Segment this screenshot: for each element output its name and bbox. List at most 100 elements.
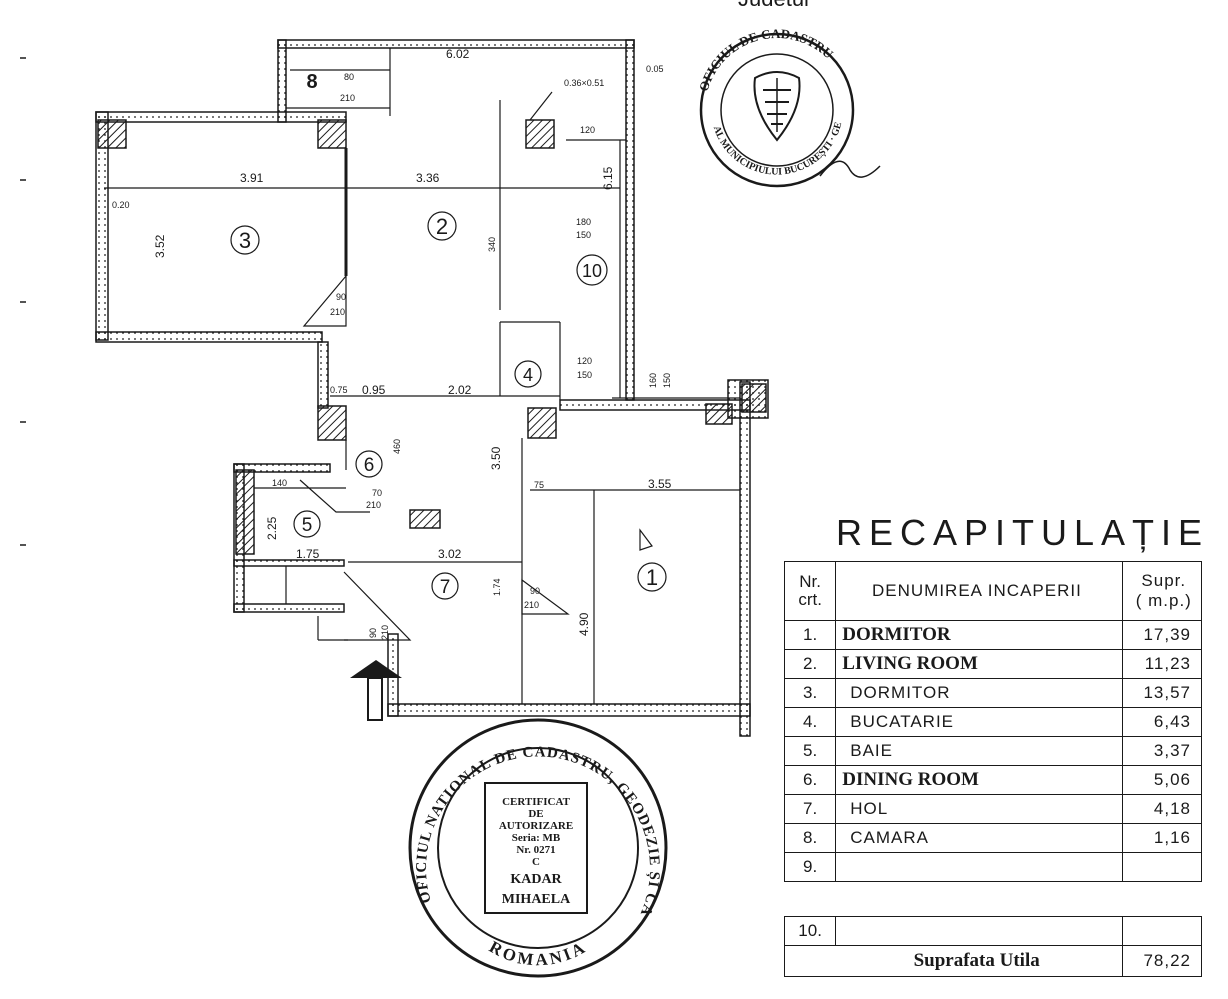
total-row: Suprafata Utila 78,22 [783, 945, 1203, 977]
svg-text:140: 140 [272, 478, 287, 488]
row-room-name [835, 916, 1123, 946]
cert-line-5: Nr. 0271 [516, 844, 556, 856]
svg-text:1.74: 1.74 [492, 578, 502, 596]
total-label: Suprafata Utila [835, 945, 1123, 977]
svg-text:4.90: 4.90 [577, 612, 591, 636]
table-row: 1. DORMITOR 17,39 [783, 620, 1203, 650]
svg-text:0.36×0.51: 0.36×0.51 [564, 78, 604, 88]
svg-text:150: 150 [662, 373, 672, 388]
row-area: 11,23 [1121, 649, 1203, 679]
cert-holder-name-1: KADAR [510, 872, 562, 887]
svg-text:2.02: 2.02 [448, 383, 472, 397]
svg-text:180: 180 [576, 217, 591, 227]
svg-text:210: 210 [524, 600, 539, 610]
svg-text:0.05: 0.05 [646, 64, 664, 74]
svg-text:6: 6 [364, 455, 375, 476]
svg-text:3.52: 3.52 [153, 234, 167, 258]
row-area: 5,06 [1121, 765, 1203, 795]
row-area: 17,39 [1121, 620, 1203, 650]
svg-text:90: 90 [368, 628, 378, 638]
svg-text:2.25: 2.25 [265, 516, 279, 540]
svg-text:3.55: 3.55 [648, 477, 672, 491]
table-row: 3. DORMITOR 13,57 [783, 678, 1203, 708]
svg-text:70: 70 [372, 488, 382, 498]
svg-text:3: 3 [239, 228, 251, 253]
row-area [1121, 852, 1203, 882]
svg-text:120: 120 [577, 356, 592, 366]
row-nr: 1. [783, 620, 837, 650]
row-room-name: DORMITOR [835, 620, 1123, 650]
svg-text:460: 460 [392, 439, 402, 454]
table-row: 6. DINING ROOM 5,06 [783, 765, 1203, 795]
room-number-1: 1 [637, 562, 667, 592]
coat-of-arms-icon [753, 71, 801, 142]
table-row: 5. BAIE 3,37 [783, 736, 1203, 766]
top-seal-ring-lower: AL MUNICIPIULUI BUCUREȘTI · GEODEZIE ȘI … [0, 0, 844, 178]
dimension-labels: 6.02 3.91 3.36 3.52 6.15 0.36×0.51 0.05 … [112, 47, 672, 640]
table-row: 4. BUCATARIE 6,43 [783, 707, 1203, 737]
table-row: 7. HOL 4,18 [783, 794, 1203, 824]
svg-text:6.02: 6.02 [446, 47, 470, 61]
structural-columns [97, 119, 767, 555]
svg-text:90: 90 [530, 586, 540, 596]
table-row: 9. [783, 852, 1203, 882]
row-room-name: DORMITOR [835, 678, 1123, 708]
row-nr: 8. [783, 823, 837, 853]
margin-ticks [20, 57, 26, 546]
top-seal-ring-upper: OFICIUL DE CADASTRU [696, 26, 837, 93]
svg-text:210: 210 [330, 307, 345, 317]
svg-text:340: 340 [487, 237, 497, 252]
header-nr: Nr.crt. [783, 561, 837, 621]
svg-text:210: 210 [380, 625, 390, 640]
svg-text:150: 150 [577, 370, 592, 380]
signature-scribble [819, 160, 881, 178]
row-nr: 4. [783, 707, 837, 737]
authorization-certificate-box: CERTIFICAT DE AUTORIZARE Seria: MB Nr. 0… [484, 782, 588, 914]
cert-line-2: DE [528, 808, 544, 820]
svg-text:0.20: 0.20 [112, 200, 130, 210]
svg-text:150: 150 [576, 230, 591, 240]
door-swings [299, 91, 653, 641]
row-room-name: CAMARA [835, 823, 1123, 853]
row-nr: 7. [783, 794, 837, 824]
row-room-name [835, 852, 1123, 882]
row-nr: 2. [783, 649, 837, 679]
svg-text:90: 90 [336, 292, 346, 302]
row-area: 13,57 [1121, 678, 1203, 708]
row-nr: 3. [783, 678, 837, 708]
cert-holder-name-2: MIHAELA [501, 892, 571, 907]
recap-title: RECAPITULAȚIE [836, 512, 1210, 553]
cert-line-4: Seria: MB [511, 832, 561, 844]
top-seal-stamp: OFICIUL DE CADASTRU AL MUNICIPIULUI BUCU… [0, 0, 881, 188]
table-gap-row [784, 881, 1202, 917]
row-nr: 6. [783, 765, 837, 795]
row-nr: 10. [783, 916, 837, 946]
recap-table: Nr.crt. DENUMIREA INCAPERII Supr.( m.p.)… [783, 561, 1203, 977]
svg-text:210: 210 [366, 500, 381, 510]
row-area: 6,43 [1121, 707, 1203, 737]
row-area: 3,37 [1121, 736, 1203, 766]
cert-line-6: C [532, 856, 540, 868]
total-value: 78,22 [1121, 945, 1203, 977]
svg-text:0.95: 0.95 [362, 383, 386, 397]
row-room-name: BUCATARIE [835, 707, 1123, 737]
entrance-arrow-icon [350, 660, 402, 721]
room-number-7: 7 [431, 572, 459, 600]
row-nr: 9. [783, 852, 837, 882]
svg-text:8: 8 [306, 71, 317, 93]
svg-text:0.75: 0.75 [330, 385, 348, 395]
room-number-2: 2 [427, 211, 457, 241]
svg-text:210: 210 [340, 93, 355, 103]
svg-text:3.50: 3.50 [489, 446, 503, 470]
room-number-10: 10 [576, 254, 608, 286]
svg-text:120: 120 [580, 125, 595, 135]
row-room-name: LIVING ROOM [835, 649, 1123, 679]
row-room-name: BAIE [835, 736, 1123, 766]
row-room-name: DINING ROOM [835, 765, 1123, 795]
svg-text:2: 2 [436, 214, 448, 239]
county-header-text: Judetul [738, 0, 809, 11]
row-nr: 5. [783, 736, 837, 766]
row-area: 1,16 [1121, 823, 1203, 853]
svg-text:3.91: 3.91 [240, 171, 264, 185]
svg-text:7: 7 [440, 577, 451, 598]
